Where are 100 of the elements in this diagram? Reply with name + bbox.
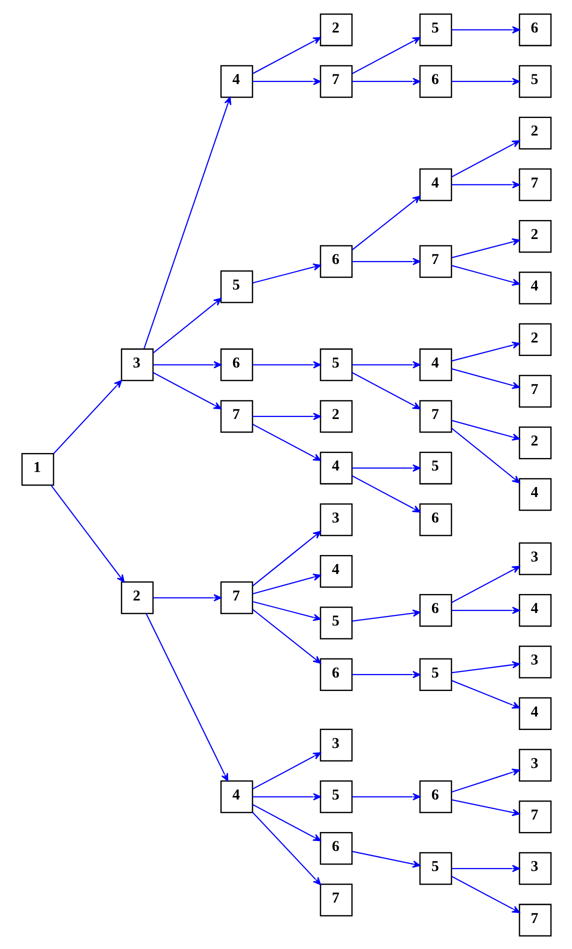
node-box: 5 [220, 270, 253, 303]
node-box: 1 [20, 452, 54, 486]
arrow [252, 792, 320, 800]
arrow [352, 792, 420, 800]
node-box: 3 [120, 348, 154, 381]
node-box: 7 [220, 580, 253, 614]
node-box: 3 [319, 728, 352, 761]
arrow [52, 379, 122, 454]
node-box: 5 [319, 348, 352, 381]
node-box: 4 [518, 594, 552, 626]
arrow [252, 573, 320, 594]
node-box: 2 [120, 580, 154, 614]
arrow [451, 77, 520, 85]
arrow [252, 412, 320, 420]
arrow [352, 360, 420, 368]
arrow [450, 565, 520, 603]
node-box: 7 [518, 903, 552, 936]
node-box: 6 [319, 658, 352, 690]
node-box: 2 [518, 116, 552, 149]
arrow [451, 264, 520, 286]
arrow [451, 864, 520, 872]
node-box: 3 [518, 645, 552, 678]
arrow [451, 680, 520, 708]
node-box: 3 [319, 502, 352, 536]
arrow [451, 238, 520, 258]
node-box: 7 [518, 800, 552, 833]
node-box: 6 [518, 12, 552, 46]
node-box: 2 [518, 219, 552, 252]
node-box: 6 [418, 780, 452, 813]
arrow [450, 140, 520, 177]
arrow [451, 341, 520, 362]
node-box: 6 [418, 64, 452, 98]
arrow [451, 606, 520, 614]
arrow [352, 609, 420, 622]
node-box: 2 [319, 12, 352, 46]
arrow [145, 612, 228, 781]
node-box: 4 [220, 780, 253, 813]
arrow [252, 77, 320, 85]
node-box: 2 [518, 426, 552, 459]
node-box: 5 [418, 12, 452, 46]
arrow [451, 368, 520, 389]
node-box: 4 [418, 348, 452, 381]
arrow [252, 36, 320, 74]
arrow [451, 26, 520, 33]
node-box: 3 [518, 542, 552, 575]
node-box: 6 [220, 348, 253, 381]
arrow [351, 474, 420, 512]
node-box: 5 [319, 780, 352, 813]
arrow [252, 423, 320, 460]
arrow [351, 195, 420, 250]
arrow [352, 850, 420, 868]
arrow [252, 262, 320, 283]
node-box: 7 [418, 400, 452, 432]
arrow [152, 360, 222, 368]
node-box: 4 [518, 271, 552, 304]
arrow [252, 804, 320, 841]
node-box: 4 [319, 554, 352, 588]
arrow [451, 180, 520, 188]
node-box: 4 [418, 168, 452, 201]
arrow [252, 608, 320, 664]
node-box: 7 [319, 64, 352, 98]
arrow [351, 36, 420, 74]
arrow [50, 484, 124, 582]
arrow [252, 752, 320, 789]
node-box: 4 [319, 451, 352, 484]
node-box: 5 [518, 64, 552, 98]
arrow [451, 660, 520, 673]
node-box: 7 [319, 883, 352, 916]
node-box: 4 [518, 696, 552, 730]
arrow [351, 372, 420, 409]
node-box: 5 [418, 451, 452, 484]
arrow [451, 798, 520, 816]
node-box: 5 [319, 606, 352, 639]
node-box: 5 [418, 852, 452, 884]
node-box: 6 [418, 502, 452, 536]
node-box: 7 [518, 168, 552, 201]
arrow [352, 77, 420, 85]
node-box: 7 [418, 244, 452, 278]
node-box: 3 [518, 852, 552, 884]
arrow [450, 875, 520, 912]
arrow [252, 812, 320, 885]
arrow [152, 297, 222, 353]
node-box: 2 [518, 322, 552, 356]
node-box: 6 [319, 832, 352, 864]
arrow [252, 530, 320, 586]
arrow [352, 670, 420, 678]
arrow [451, 419, 520, 440]
arrow [450, 427, 520, 483]
arrow [152, 594, 222, 601]
arrow [252, 600, 320, 621]
arrow [152, 372, 222, 409]
arrow [451, 768, 520, 792]
node-box: 7 [518, 374, 552, 408]
node-box: 6 [319, 244, 352, 278]
arrow [252, 360, 320, 368]
node-box: 5 [418, 658, 452, 690]
node-box: 7 [220, 400, 253, 432]
node-box: 4 [518, 478, 552, 510]
node-box: 4 [220, 64, 253, 98]
arrow [142, 96, 231, 348]
